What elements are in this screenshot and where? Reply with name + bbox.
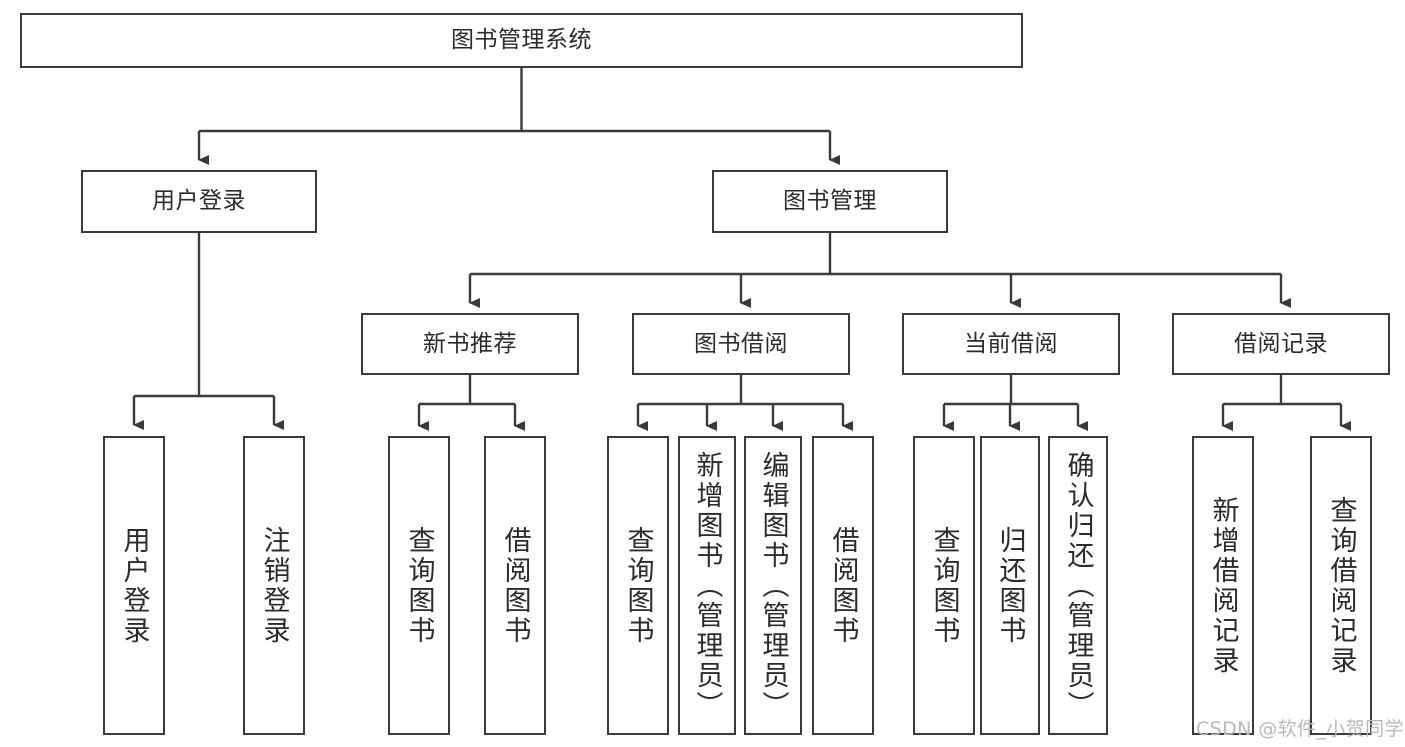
node-label: 借阅图书 [499, 525, 531, 646]
node-label: 查询图书 [928, 525, 960, 646]
node-label: 注销登录 [258, 525, 290, 646]
leaf-node[interactable]: 用户登录 [103, 436, 165, 735]
node-level2-user-login[interactable]: 用户登录 [81, 170, 317, 233]
node-label: 图书管理 [783, 188, 877, 215]
leaf-node[interactable]: 注销登录 [243, 436, 305, 735]
leaf-node[interactable]: 编辑图书（管理员） [744, 436, 802, 735]
node-label: 查询图书 [622, 525, 654, 646]
leaf-node[interactable]: 新增图书（管理员） [678, 436, 736, 735]
node-label: 图书管理系统 [451, 27, 592, 54]
node-level2-book-management[interactable]: 图书管理 [712, 170, 948, 233]
node-label: 新书推荐 [423, 330, 517, 357]
node-root[interactable]: 图书管理系统 [20, 13, 1023, 68]
leaf-node[interactable]: 查询图书 [388, 436, 450, 735]
node-label: 查询借阅记录 [1325, 495, 1357, 676]
node-level3-new-book-recommend[interactable]: 新书推荐 [361, 313, 579, 375]
node-label: 用户登录 [118, 525, 150, 646]
leaf-node[interactable]: 借阅图书 [484, 436, 546, 735]
node-label: 查询图书 [403, 525, 435, 646]
leaf-node[interactable]: 查询图书 [913, 436, 975, 735]
leaf-node[interactable]: 查询图书 [607, 436, 669, 735]
node-label: 图书借阅 [694, 330, 788, 357]
node-label: 借阅记录 [1234, 330, 1328, 357]
node-label: 确认归还（管理员） [1062, 450, 1094, 721]
node-label: 新增图书（管理员） [691, 450, 723, 721]
leaf-node[interactable]: 新增借阅记录 [1192, 436, 1254, 735]
node-level3-book-borrow[interactable]: 图书借阅 [632, 313, 850, 375]
leaf-node[interactable]: 确认归还（管理员） [1048, 436, 1108, 735]
node-label: 新增借阅记录 [1207, 495, 1239, 676]
node-label: 编辑图书（管理员） [757, 450, 789, 721]
node-level3-borrow-record[interactable]: 借阅记录 [1172, 313, 1390, 375]
node-label: 借阅图书 [827, 525, 859, 646]
node-label: 用户登录 [152, 188, 246, 215]
leaf-node[interactable]: 查询借阅记录 [1310, 436, 1372, 735]
node-label: 归还图书 [994, 525, 1026, 646]
node-label: 当前借阅 [964, 330, 1058, 357]
node-level3-current-borrow[interactable]: 当前借阅 [902, 313, 1120, 375]
watermark: CSDN @软件_小贺同学 [1196, 718, 1404, 740]
leaf-node[interactable]: 借阅图书 [812, 436, 874, 735]
leaf-node[interactable]: 归还图书 [980, 436, 1040, 735]
